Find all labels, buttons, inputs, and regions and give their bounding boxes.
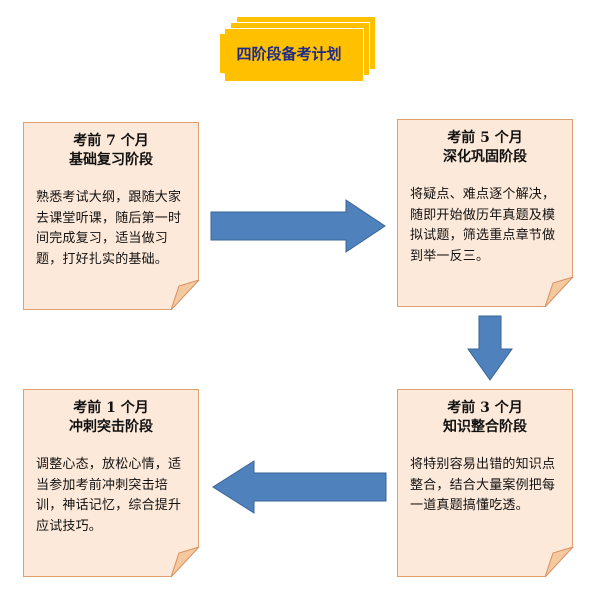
stage-4-time: 考前 1 个月: [73, 400, 149, 416]
stage-2-description: 将疑点、难点逐个解决，随即开始做历年真题及模拟试题，筛选重点章节做到举一反三。: [410, 187, 556, 264]
stage-3-time: 考前 3 个月: [447, 400, 523, 416]
stage-4-heading: 考前 1 个月 冲刺突击阶段: [24, 399, 198, 437]
stage-card-1: 考前 7 个月 基础复习阶段 熟悉考试大纲，跟随大家去课堂听课，随后第一时间完成…: [23, 122, 199, 310]
arrow-right: [210, 199, 386, 253]
stage-2-heading: 考前 5 个月 深化巩固阶段: [398, 129, 572, 167]
arrow-left: [212, 460, 387, 514]
stage-card-3: 考前 3 个月 知识整合阶段 将特别容易出错的知识点整合，结合大量案例把每一道真…: [397, 389, 573, 577]
stage-2-fold: [545, 277, 574, 308]
stage-1-name: 基础复习阶段: [69, 152, 153, 168]
arrow-down: [467, 315, 513, 381]
stage-4-fold: [171, 547, 200, 578]
stage-card-4: 考前 1 个月 冲刺突击阶段 调整心态，放松心情，适当参加考前冲刺突击培训，神话…: [23, 389, 199, 577]
stage-3-fold: [545, 547, 574, 578]
stage-3-name: 知识整合阶段: [443, 419, 527, 435]
stage-1-time: 考前 7 个月: [73, 133, 149, 149]
stage-1-fold: [171, 280, 200, 311]
stage-card-2: 考前 5 个月 深化巩固阶段 将疑点、难点逐个解决，随即开始做历年真题及模拟试题…: [397, 119, 573, 307]
stage-1-description: 熟悉考试大纲，跟随大家去课堂听课，随后第一时间完成复习，适当做习题，打好扎实的基…: [36, 190, 182, 267]
stage-4-description: 调整心态，放松心情，适当参加考前冲刺突击培训，神话记忆，综合提升应试技巧。: [36, 457, 182, 534]
stage-1-heading: 考前 7 个月 基础复习阶段: [24, 132, 198, 170]
stage-2-time: 考前 5 个月: [447, 130, 523, 146]
stage-2-name: 深化巩固阶段: [443, 149, 527, 165]
stage-3-description: 将特别容易出错的知识点整合，结合大量案例把每一道真题搞懂吃透。: [410, 457, 556, 513]
stage-4-name: 冲刺突击阶段: [69, 419, 153, 435]
stage-3-heading: 考前 3 个月 知识整合阶段: [398, 399, 572, 437]
banner-front: 四阶段备考计划: [220, 34, 358, 78]
title-banner: 四阶段备考计划: [220, 16, 395, 86]
diagram-title: 四阶段备考计划: [236, 45, 342, 63]
